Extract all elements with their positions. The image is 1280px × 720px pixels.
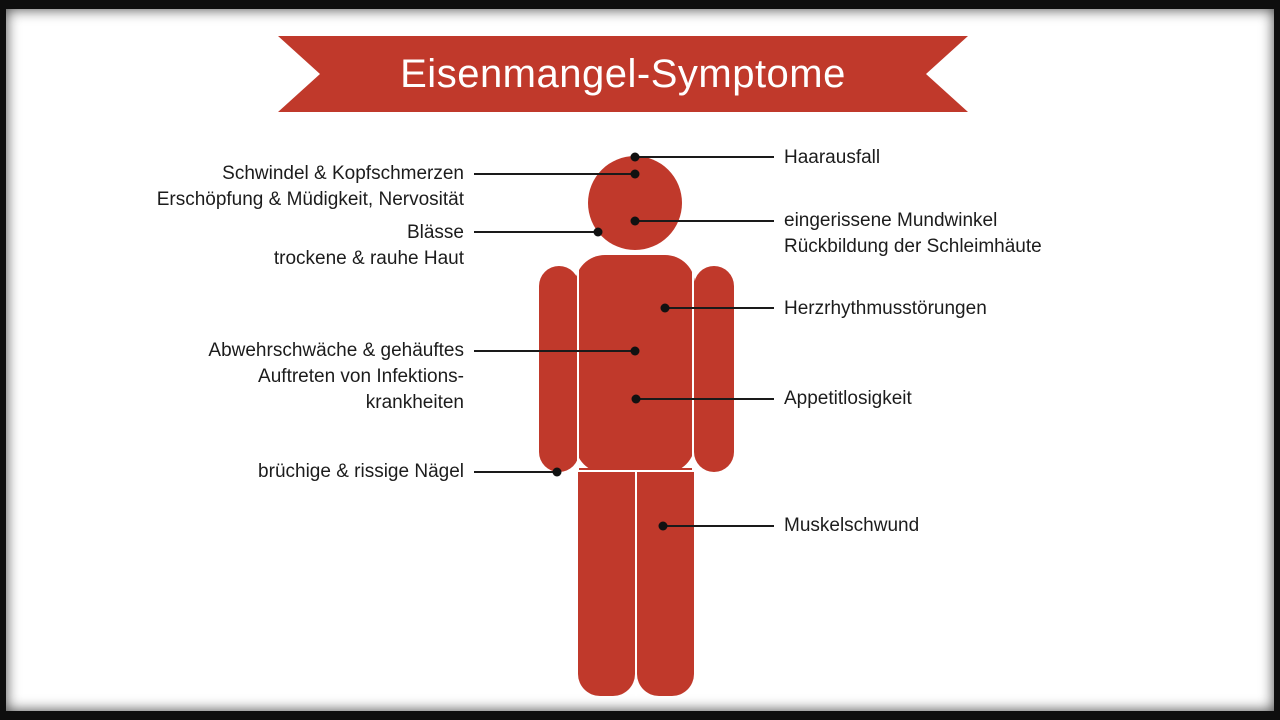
human-figure [539, 156, 734, 696]
figure-left-leg [578, 468, 635, 696]
symptom-label-haut: Blässe trockene & rauhe Haut [273, 222, 464, 269]
symptom-label-appetit: Appetitlosigkeit [784, 388, 912, 409]
leader-haut [474, 227, 603, 237]
figure-torso [575, 255, 695, 473]
symptom-label-kopf: Schwindel & Kopfschmerzen Erschöpfung & … [156, 163, 464, 210]
page-title: Eisenmangel-Symptome [400, 51, 846, 96]
leader-haar [630, 152, 774, 162]
symptom-label-abwehr: Abwehrschwäche & gehäuftes Auftreten von… [208, 340, 464, 413]
leader-appetit [631, 394, 774, 404]
symptom-label-naegel: brüchige & rissige Nägel [258, 461, 464, 482]
leader-muskel [658, 521, 774, 531]
symptom-label-muskel: Muskelschwund [784, 515, 920, 536]
figure-right-leg [637, 468, 694, 696]
figure-head [588, 156, 682, 250]
figure-right-arm [694, 266, 734, 472]
leader-kopf [474, 169, 640, 179]
symptom-label-herz: Herzrhythmusstörungen [784, 298, 987, 319]
title-banner [278, 36, 968, 112]
symptom-label-mund: eingerissene Mundwinkel Rückbildung der … [784, 210, 1042, 257]
leader-abwehr [474, 346, 640, 356]
symptom-label-haar: Haarausfall [784, 147, 881, 168]
leader-mund [630, 216, 774, 226]
leader-herz [660, 303, 774, 313]
figure-left-arm [539, 266, 579, 472]
leader-naegel [474, 467, 562, 477]
